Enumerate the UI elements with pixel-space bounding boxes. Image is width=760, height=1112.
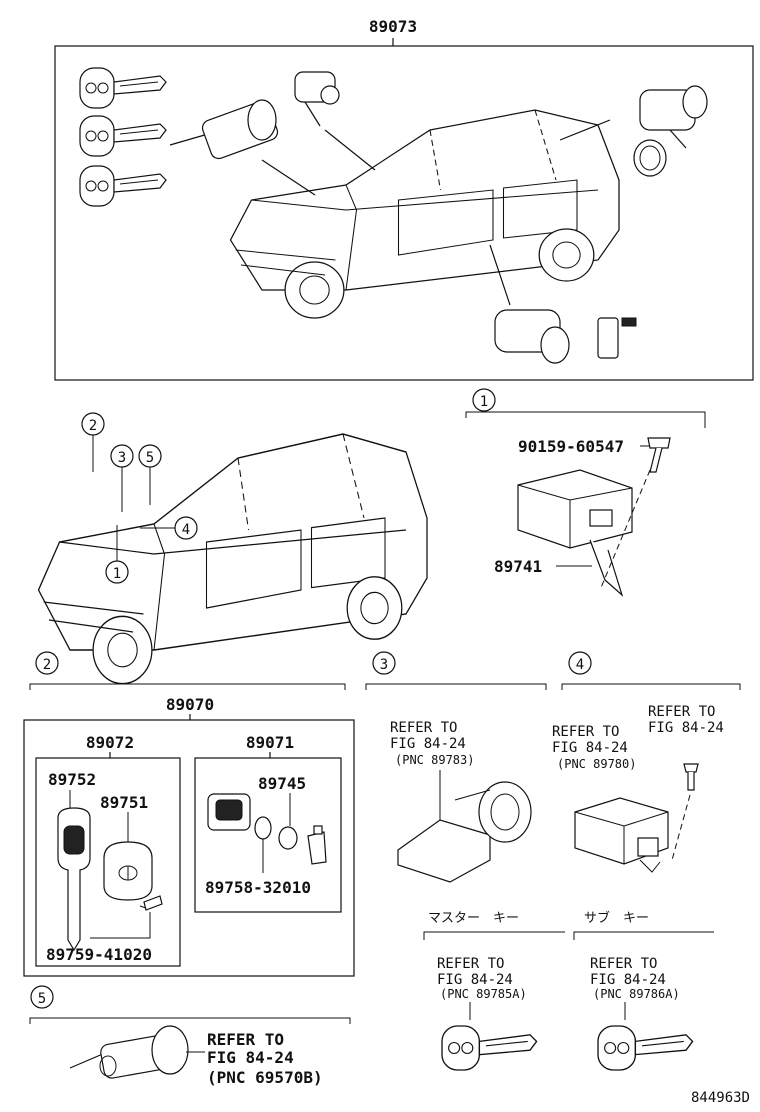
svg-text:(PNC 89780): (PNC 89780) [557, 757, 636, 771]
group-frame-89073 [54, 45, 754, 381]
ref-block-3: REFER TO FIG 84-24 (PNC 89783) [390, 720, 474, 767]
ref-block-sub: REFER TO FIG 84-24 (PNC 89786A) [590, 956, 680, 1001]
label-89745: 89745 [258, 774, 306, 793]
svg-text:1: 1 [113, 566, 121, 582]
o-ring-icon [254, 816, 272, 840]
section-callout-2 [35, 651, 59, 675]
ref-block-4b: REFER TO FIG 84-24 [648, 704, 724, 736]
catalog-id: 844963D [691, 1090, 750, 1106]
label-89752: 89752 [48, 770, 96, 789]
svg-text:1: 1 [480, 394, 488, 410]
section-callout-4 [568, 651, 592, 675]
tumbler-icon [307, 825, 327, 865]
key-plate-icon [597, 317, 637, 359]
frame-89072 [35, 757, 181, 967]
door-lock-cylinder-icon [639, 85, 708, 149]
vehicle-outline-main [37, 433, 428, 685]
immobilizer-ecu-icon [517, 469, 633, 597]
section-callout-3 [372, 651, 396, 675]
svg-text:(PNC 89783): (PNC 89783) [395, 753, 474, 767]
svg-text:FIG 84-24: FIG 84-24 [590, 972, 666, 988]
svg-text:2: 2 [43, 657, 51, 673]
label-90159-60547: 90159-60547 [518, 437, 624, 456]
svg-text:REFER TO: REFER TO [552, 724, 619, 740]
svg-text:REFER TO: REFER TO [390, 720, 457, 736]
svg-text:FIG 84-24: FIG 84-24 [648, 720, 724, 736]
caption-sub-key: サブ キー [584, 910, 649, 926]
vehicle-outline-top [229, 109, 620, 319]
frame-89070 [23, 719, 355, 977]
svg-text:5: 5 [146, 450, 154, 466]
svg-text:2: 2 [89, 418, 97, 434]
svg-text:3: 3 [118, 450, 126, 466]
cylinder-body-icon [207, 793, 251, 831]
svg-text:REFER TO: REFER TO [437, 956, 504, 972]
door-lock-cylinder-icon [69, 1025, 189, 1079]
svg-text:(PNC 69570B): (PNC 69570B) [207, 1068, 323, 1087]
section-callout-5 [30, 985, 54, 1009]
svg-text:5: 5 [38, 991, 46, 1007]
ignition-switch-icon [397, 781, 532, 883]
label-89751: 89751 [100, 793, 148, 812]
key-cover-icon [103, 841, 153, 901]
svg-text:REFER TO: REFER TO [648, 704, 715, 720]
svg-text:FIG 84-24: FIG 84-24 [437, 972, 513, 988]
key-icon [79, 67, 167, 207]
seal-ring-icon [633, 139, 667, 177]
retainer-icon [278, 826, 298, 850]
svg-text:(PNC 89785A): (PNC 89785A) [440, 987, 527, 1001]
svg-text:FIG 84-24: FIG 84-24 [207, 1048, 294, 1067]
svg-text:4: 4 [576, 657, 584, 673]
svg-text:FIG 84-24: FIG 84-24 [390, 736, 466, 752]
label-89759-41020: 89759-41020 [46, 945, 152, 964]
svg-text:(PNC 89786A): (PNC 89786A) [593, 987, 680, 1001]
section-callout-1 [472, 388, 496, 412]
ignition-cylinder-icon [169, 99, 279, 160]
svg-text:4: 4 [182, 522, 190, 538]
svg-text:REFER TO: REFER TO [207, 1030, 284, 1049]
label-89070: 89070 [166, 695, 214, 714]
glove-box-lock-icon [294, 71, 340, 127]
svg-text:FIG 84-24: FIG 84-24 [552, 740, 628, 756]
label-89071: 89071 [246, 733, 294, 752]
label-89741: 89741 [494, 557, 542, 576]
bolt-icon [683, 763, 699, 791]
ref-block-4a: REFER TO FIG 84-24 (PNC 89780) [552, 724, 636, 771]
back-door-lock-icon [494, 309, 570, 364]
svg-text:REFER TO: REFER TO [590, 956, 657, 972]
callouts-on-car: 2 3 5 4 1 [81, 412, 198, 584]
master-key-icon [441, 1025, 538, 1071]
master-key-blank-icon [57, 807, 91, 952]
svg-text:3: 3 [380, 657, 388, 673]
bolt-icon [647, 437, 671, 473]
transponder-amplifier-icon [574, 797, 669, 873]
label-89072: 89072 [86, 733, 134, 752]
sub-key-icon [597, 1025, 694, 1071]
label-89073: 89073 [369, 17, 417, 36]
screw-icon [139, 895, 163, 911]
label-89758-32010: 89758-32010 [205, 878, 311, 897]
frame-89071 [194, 757, 342, 913]
ref-block-master: REFER TO FIG 84-24 (PNC 89785A) [437, 956, 527, 1001]
caption-master-key: マスター キー [428, 911, 519, 926]
ref-block-5: REFER TO FIG 84-24 (PNC 69570B) [207, 1030, 323, 1087]
pointer-arrows [261, 119, 611, 306]
